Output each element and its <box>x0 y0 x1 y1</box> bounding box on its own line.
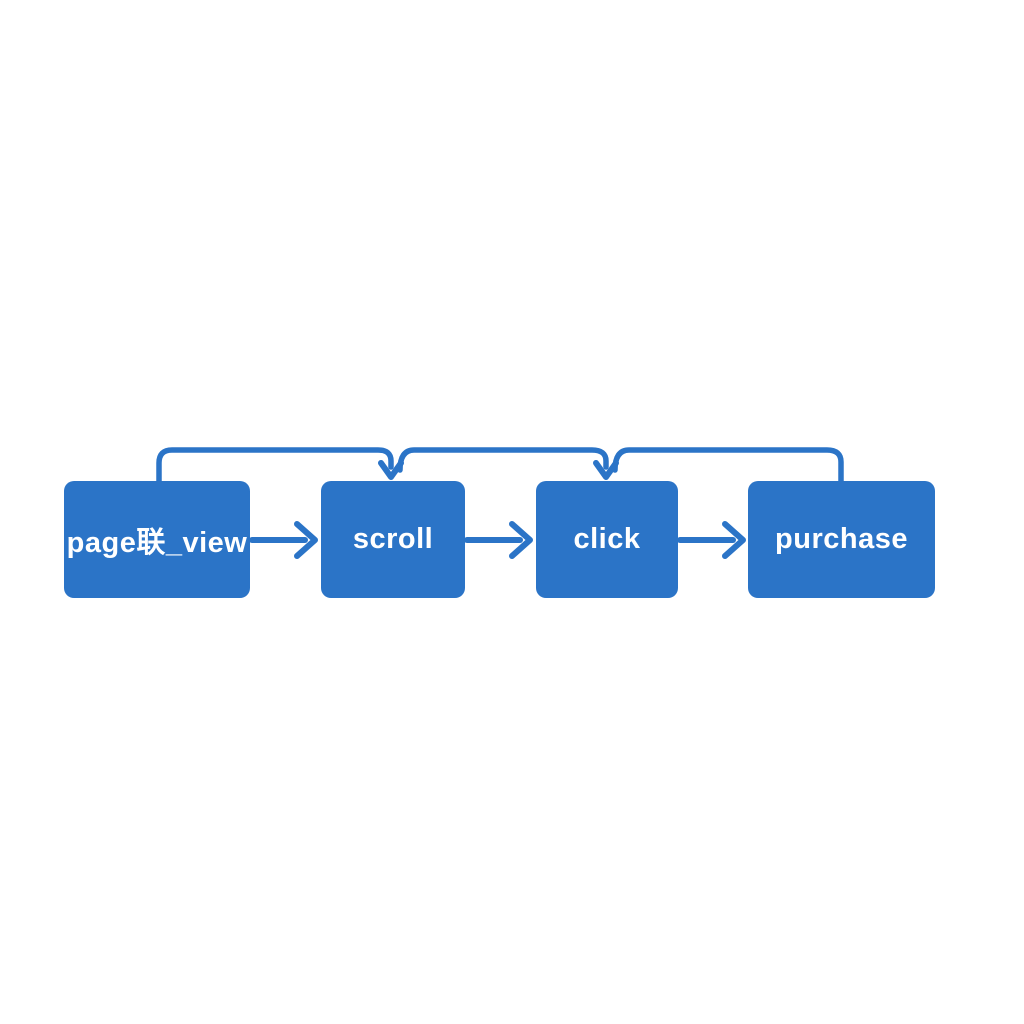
node-scroll: scroll <box>321 481 465 598</box>
node-click-label: click <box>573 523 641 555</box>
node-click: click <box>536 481 678 598</box>
node-scroll-label: scroll <box>352 523 434 555</box>
arc-click-to-purchase <box>612 447 844 484</box>
node-purchase: purchase <box>748 481 935 598</box>
arrow-pageview-to-scroll <box>249 521 318 559</box>
node-page-view-label: page联_view <box>66 526 248 559</box>
node-page-view: page联_view <box>64 481 250 598</box>
arrow-click-to-purchase <box>677 521 746 559</box>
arrow-scroll-to-click <box>464 521 533 559</box>
arc-pageview-to-scroll <box>156 447 404 484</box>
node-purchase-label: purchase <box>775 523 908 555</box>
arc-scroll-to-click <box>397 447 619 480</box>
